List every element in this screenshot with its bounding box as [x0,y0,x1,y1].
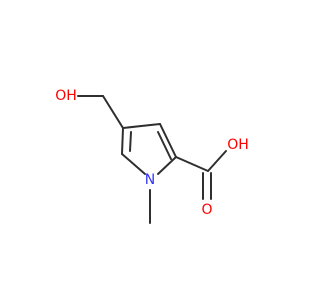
bond-c2-n1 [157,156,177,175]
bond-c4-c3 [122,123,161,129]
bond-c5-c4 [121,127,124,155]
bond-carboxyl-oh [207,150,227,172]
acid-oh-label: OH [227,137,249,153]
ring-n-label: N [145,172,155,188]
bond-c3-c2 [159,123,177,158]
bond-n1-c5 [121,153,146,175]
carbonyl-o-label: O [201,202,212,218]
double-bond-inner-c3-c2 [157,131,172,160]
molecule-diagram: OH OH O N [55,88,249,224]
double-bond-inner-c5-c4 [129,131,132,152]
structure-canvas: OH OH O N [55,88,249,224]
hydroxyl-oh-label: OH [55,88,77,104]
bond-ch2-c4 [102,95,124,129]
bond-c2-carboxyl [175,156,209,172]
